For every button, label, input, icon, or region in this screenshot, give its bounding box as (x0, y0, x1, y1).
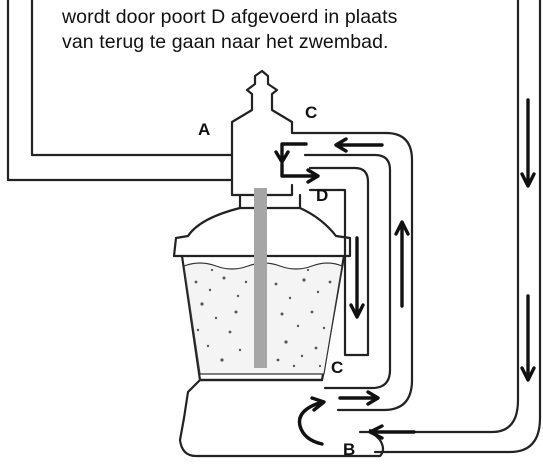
port-label-b: B (343, 440, 356, 459)
caption-line-1: wordt door poort D afgevoerd in plaats (62, 6, 398, 28)
arrow-waste-down (349, 236, 365, 319)
outlet-pipe (358, 0, 542, 454)
center-standpipe (254, 188, 267, 368)
arrow-bottom-right (338, 390, 380, 406)
caption-line-2: van terug te gaan naar het zwembad. (62, 31, 389, 53)
inlet-pipe (6, 0, 234, 182)
port-label-c-bottom: C (331, 358, 344, 377)
return-pipe-inner (303, 153, 392, 390)
port-label-d: D (316, 186, 329, 205)
port-label-c-top: C (305, 103, 318, 122)
waste-pipe (308, 166, 370, 357)
port-label-a: A (198, 120, 211, 139)
arrow-outlet-down-1 (520, 98, 536, 188)
valve-head (230, 69, 414, 412)
arrow-return-up (394, 220, 410, 308)
arrow-bottom-left (368, 424, 416, 440)
arrow-into-valve (334, 137, 384, 153)
arrow-outlet-down-2 (520, 294, 536, 382)
pump-rotation-arrow (297, 396, 326, 446)
arrow-valve-down (274, 142, 308, 164)
arrow-to-d (280, 162, 320, 184)
base-housing (178, 378, 385, 458)
